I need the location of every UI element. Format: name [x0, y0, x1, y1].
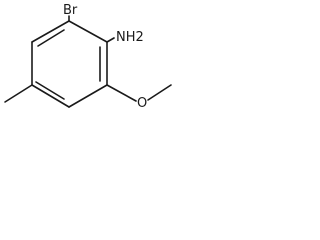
- ring-bond-c5-c6: [31, 20, 70, 43]
- bromine-label: Br: [63, 3, 78, 18]
- bond-to-amine: [106, 37, 115, 43]
- ring-bond-c3-c4: [31, 84, 70, 108]
- ring-bond-c6-c1: [68, 20, 108, 43]
- bond-to-methyl: [4, 84, 33, 103]
- bond-oxygen-to-methyl: [147, 84, 172, 101]
- oxygen-label: O: [137, 96, 147, 111]
- double-bond-inner-2: [35, 81, 65, 100]
- ring-bond-c2-c3: [68, 84, 108, 108]
- bond-to-oxygen: [106, 84, 137, 102]
- benzene-ring: [31, 20, 108, 108]
- double-bond-inner-3: [37, 29, 65, 47]
- chemical-structure: Br NH2 O: [4, 3, 172, 111]
- amine-label: NH2: [116, 30, 144, 45]
